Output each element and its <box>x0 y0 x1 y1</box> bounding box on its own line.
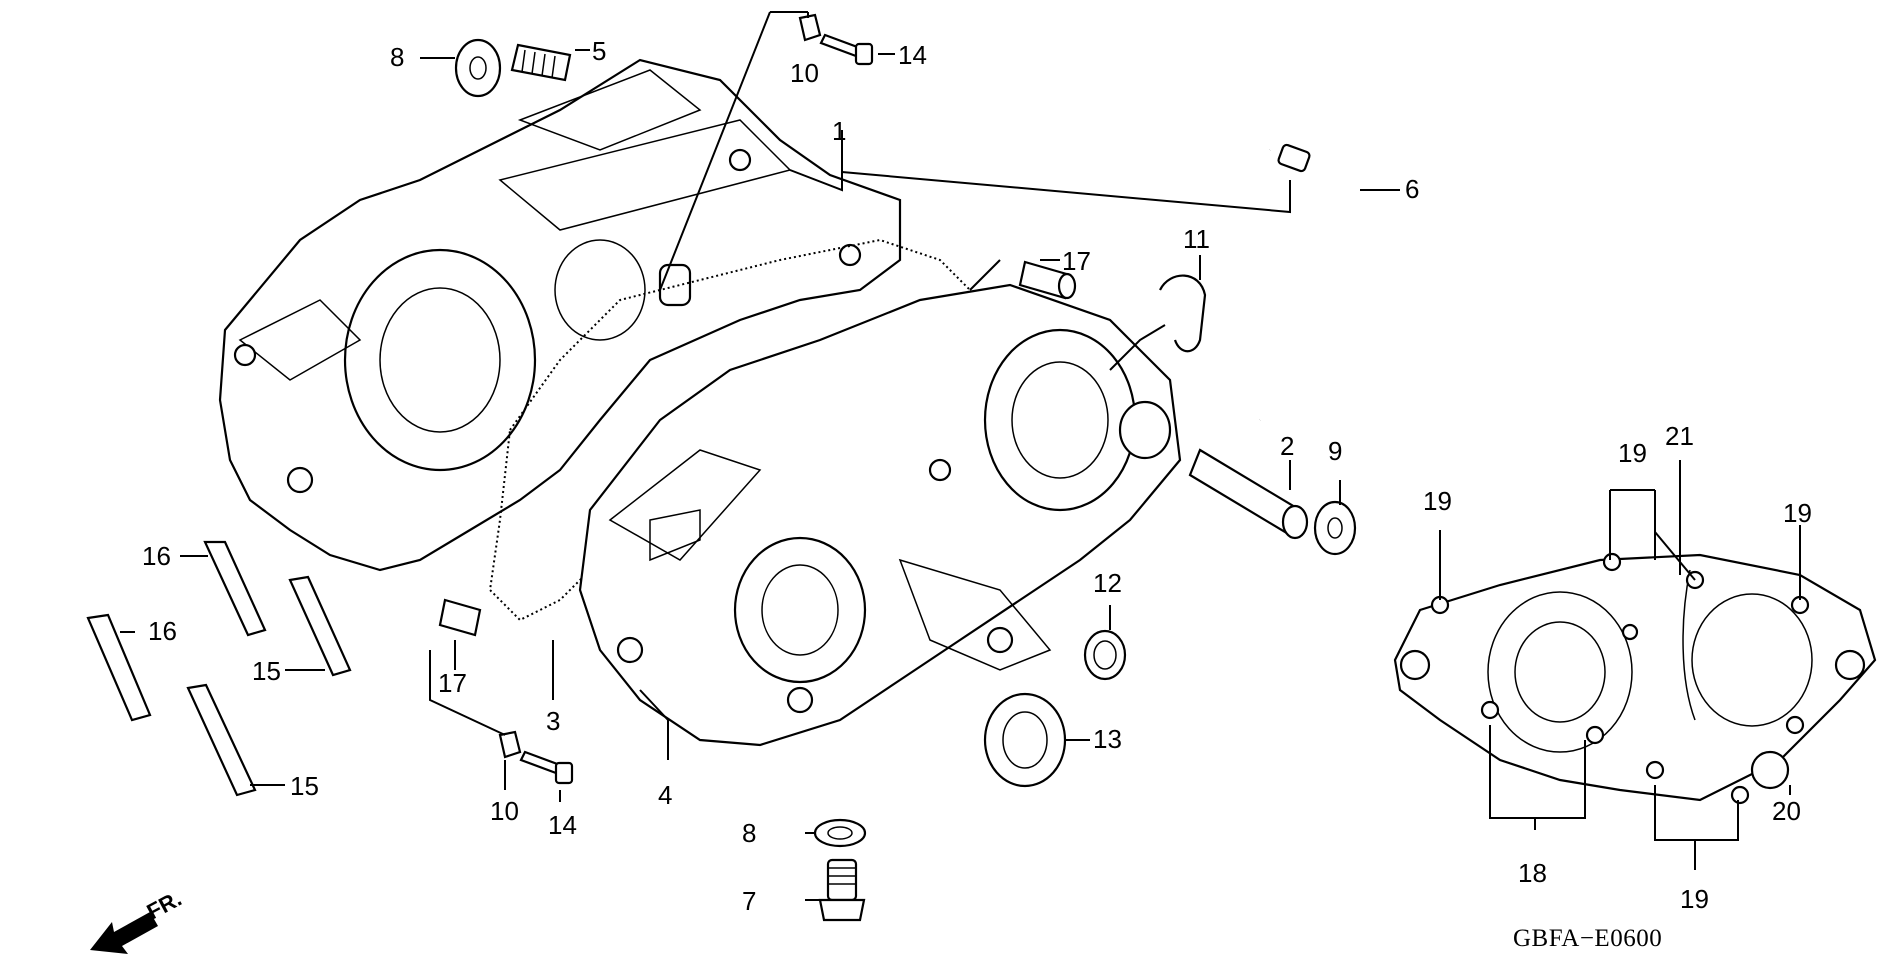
bolt-14-lower <box>519 750 562 775</box>
left-crankcase <box>218 58 902 572</box>
front-direction-arrow: FR. <box>90 886 186 954</box>
callout-1: 1 <box>832 116 846 146</box>
callout-5: 5 <box>592 36 606 66</box>
diagram-code: GBFA−E0600 <box>1513 925 1662 952</box>
bearing-5 <box>510 43 572 82</box>
callout-19-d: 19 <box>1680 884 1709 914</box>
crankcase-inset <box>1393 552 1877 805</box>
callout-19-b: 19 <box>1618 438 1647 468</box>
callout-18: 18 <box>1518 858 1547 888</box>
callout-7: 7 <box>742 886 756 916</box>
callout-19-c: 19 <box>1783 498 1812 528</box>
callout-16-upper: 16 <box>142 541 171 571</box>
clamp-10-top <box>798 13 822 42</box>
seal-12 <box>983 692 1067 788</box>
callout-10-lower: 10 <box>490 796 519 826</box>
stud-15-lower <box>186 683 257 797</box>
callout-13: 11 <box>1183 224 1210 254</box>
callout-15-lower: 15 <box>290 771 319 801</box>
callout-17-top: 17 <box>1062 246 1091 276</box>
callout-2: 2 <box>1280 431 1294 461</box>
callout-10-top: 10 <box>790 58 819 88</box>
callout-14-lower: 14 <box>548 810 577 840</box>
clip-13 <box>1159 274 1207 353</box>
callout-8: 8 <box>742 818 756 848</box>
washer-9-right <box>1313 500 1357 556</box>
callout-3: 3 <box>546 706 560 736</box>
callout-17-lower: 17 <box>438 668 467 698</box>
callout-15-upper: 15 <box>252 656 281 686</box>
washer-9-top <box>454 38 502 98</box>
callout-16-lower: 16 <box>148 616 177 646</box>
callout-20: 20 <box>1772 796 1801 826</box>
seal-11 <box>1083 629 1127 681</box>
callout-19-a: 19 <box>1423 486 1452 516</box>
callout-6: 6 <box>1405 174 1419 204</box>
callout-12: 13 <box>1093 724 1122 754</box>
leader-lines <box>120 11 1801 901</box>
stud-15-upper <box>288 575 352 677</box>
callout-9-top: 8 <box>390 42 404 72</box>
callout-21: 21 <box>1665 421 1694 451</box>
callout-labels: 8 5 10 14 1 6 17 11 2 9 12 13 17 3 4 10 … <box>142 36 1812 916</box>
bolt-14-top <box>819 33 862 58</box>
callout-11: 12 <box>1093 568 1122 598</box>
callout-9-right: 9 <box>1328 436 1342 466</box>
stud-16-upper <box>203 540 267 637</box>
clamp-10-lower <box>498 730 522 759</box>
drain-bolt-7 <box>826 858 858 902</box>
callout-14-top: 14 <box>898 40 927 70</box>
callout-4: 4 <box>658 780 672 810</box>
washer-8 <box>813 818 867 848</box>
dowel-17-lower <box>438 598 482 637</box>
stud-16-lower <box>86 613 152 722</box>
right-crankcase <box>578 283 1182 747</box>
